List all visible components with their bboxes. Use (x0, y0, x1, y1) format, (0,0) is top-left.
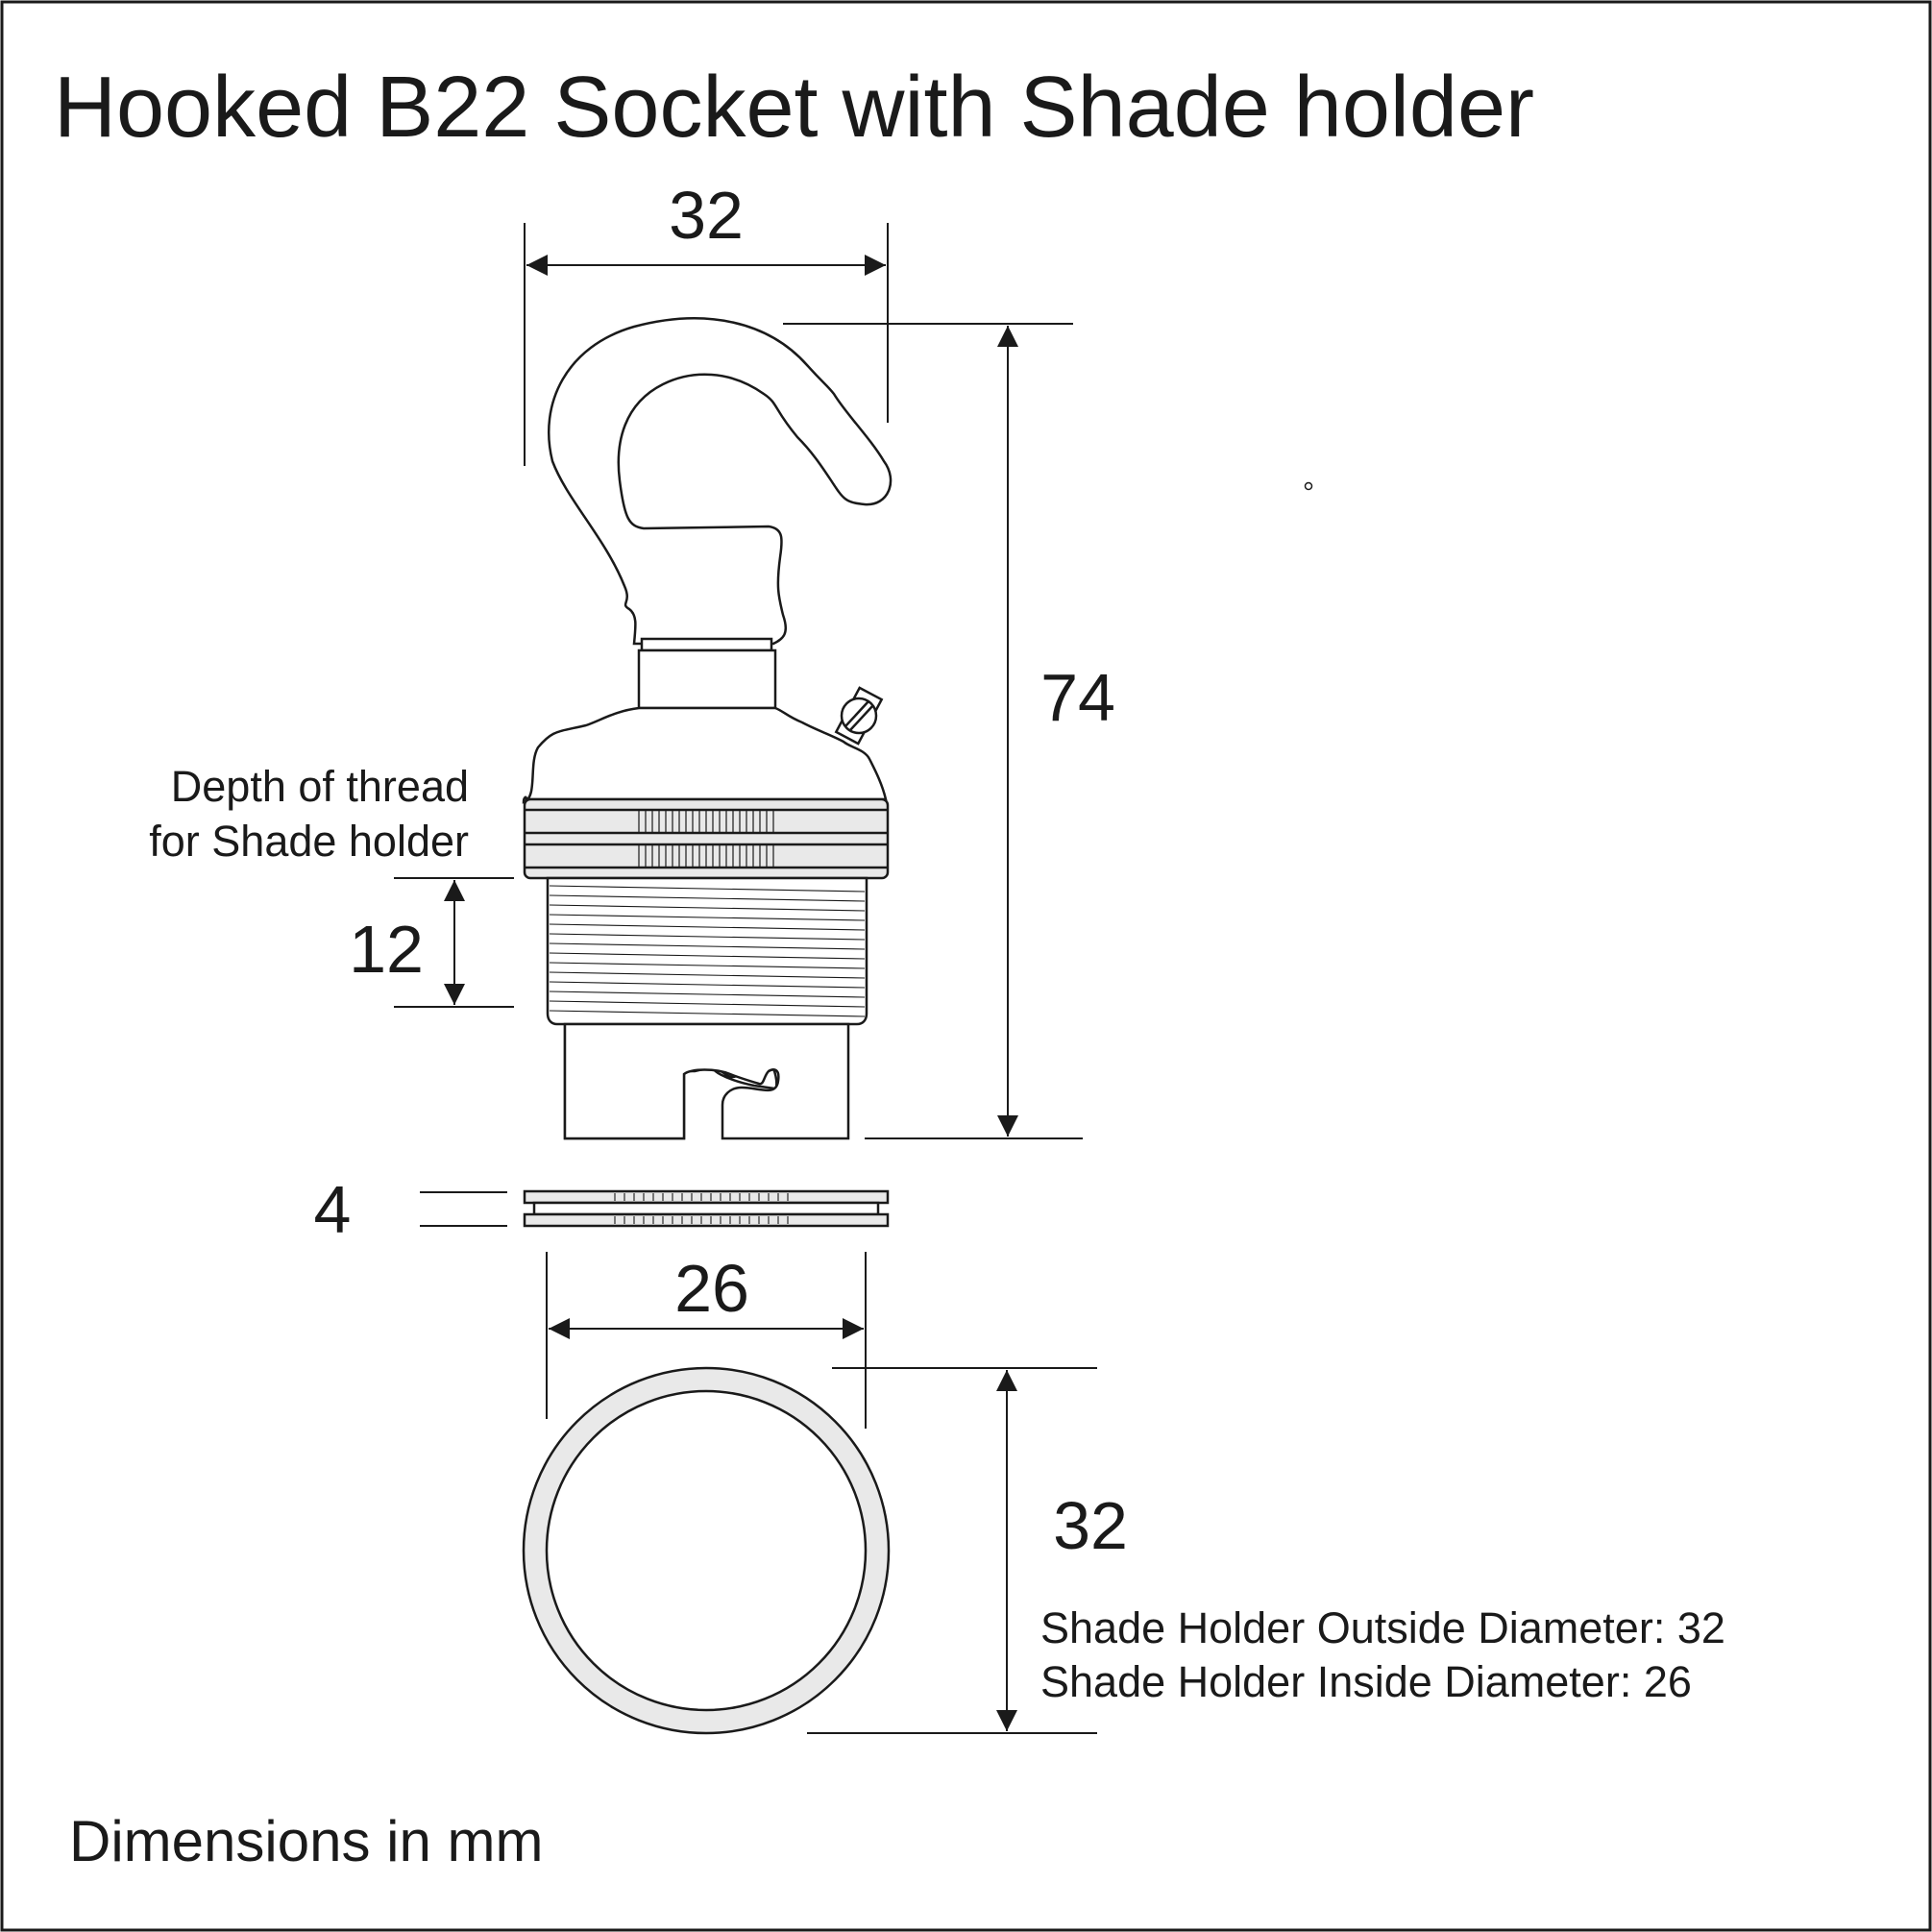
shade-ring-side (523, 1189, 890, 1228)
outside-diameter-note: Shade Holder Outside Diameter: 32 (1040, 1603, 1725, 1652)
grub-screw (834, 686, 884, 746)
hook-outline (548, 317, 893, 646)
thread-label-line2: for Shade holder (149, 817, 469, 866)
dim-top-width: 32 (669, 178, 744, 253)
dimension-lines (394, 223, 1097, 1734)
dim-shade-holder-height: 32 (1053, 1488, 1128, 1563)
socket-cap (522, 706, 888, 804)
units-note: Dimensions in mm (69, 1809, 543, 1873)
bayonet-slot (563, 1022, 850, 1140)
dim-ring-thickness: 4 (314, 1172, 352, 1247)
threaded-section (546, 876, 868, 1026)
shade-holder-ring (522, 1366, 891, 1735)
thread-label-line1: Depth of thread (171, 762, 469, 811)
hooked-socket (522, 317, 893, 1140)
page-title: Hooked B22 Socket with Shade holder (54, 60, 1534, 156)
knurl-marks (638, 810, 774, 868)
inside-diameter-note: Shade Holder Inside Diameter: 26 (1040, 1657, 1692, 1706)
stray-dot (1304, 481, 1313, 491)
dim-thread-depth: 12 (349, 912, 424, 987)
thread-lines (549, 885, 866, 1017)
hook-collar (637, 648, 777, 710)
dim-body-height: 74 (1040, 660, 1115, 735)
dim-ring-inner-width: 26 (674, 1251, 749, 1326)
hook-collar-ring (640, 637, 773, 652)
